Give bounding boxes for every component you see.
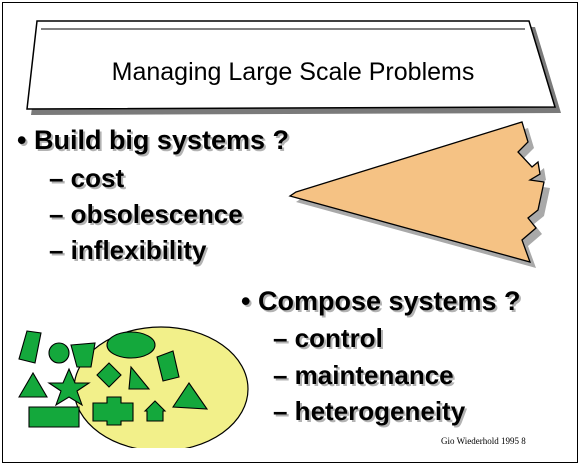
puzzle-shapes-illustration [18, 326, 249, 448]
title-banner [26, 20, 561, 115]
slide-title: Managing Large Scale Problems [111, 58, 475, 86]
slide-footnote: Gio Wiederhold 1995 8 [441, 436, 526, 446]
subitem-heterogeneity: – heterogeneity [273, 396, 466, 426]
bullet-build-big-systems: • Build big systems ? [17, 125, 290, 155]
subitem-cost: – cost [49, 163, 125, 193]
subitem-control: – control [273, 323, 383, 353]
subitem-maintenance: – maintenance [273, 360, 454, 390]
subitem-inflexibility: – inflexibility [49, 235, 207, 265]
slide: Managing Large Scale Problems • Build bi… [2, 2, 578, 463]
subitem-obsolescence: – obsolescence [49, 199, 243, 229]
bullet-compose-systems: • Compose systems ? [241, 286, 521, 316]
wedge-arrow-illustration [288, 121, 550, 268]
